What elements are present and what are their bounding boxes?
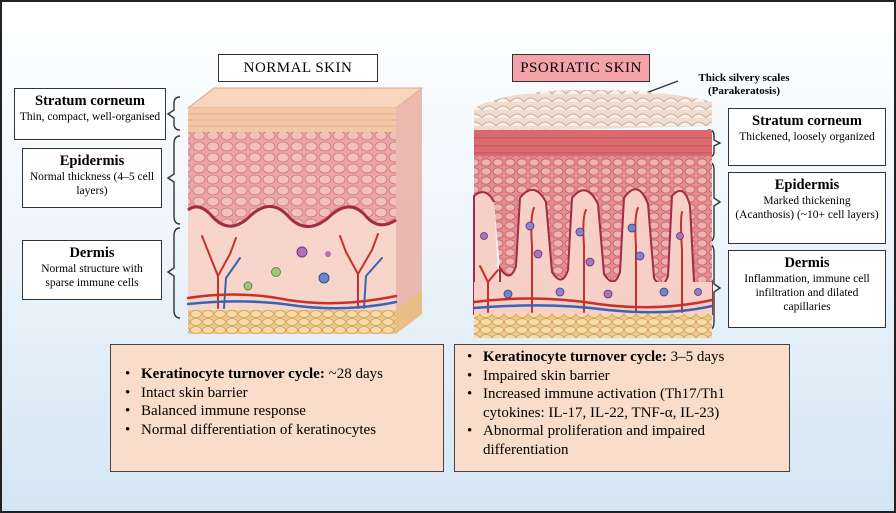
normal-epidermis <box>188 132 396 227</box>
fact-item: Abnormal proliferation and impaired diff… <box>461 422 781 459</box>
fact-text: Increased immune activation (Th17/Th1 cy… <box>483 386 725 421</box>
normal-facts-list: Keratinocyte turnover cycle: ~28 daysInt… <box>119 365 435 439</box>
normal-facts-box: Keratinocyte turnover cycle: ~28 daysInt… <box>110 344 444 472</box>
fact-text: 3–5 days <box>667 349 725 365</box>
fact-text: Balanced immune response <box>141 403 306 419</box>
fact-text: Impaired skin barrier <box>483 368 610 384</box>
fact-item: Keratinocyte turnover cycle: 3–5 days <box>461 348 781 367</box>
fact-text: Abnormal proliferation and impaired diff… <box>483 423 705 458</box>
fact-item: Increased immune activation (Th17/Th1 cy… <box>461 385 781 422</box>
normal-hypodermis <box>188 310 396 334</box>
fact-text: Intact skin barrier <box>141 385 248 401</box>
psoriatic-hypodermis <box>474 314 712 338</box>
fact-item: Impaired skin barrier <box>461 367 781 386</box>
fact-text: ~28 days <box>325 366 383 382</box>
fact-bold: Keratinocyte turnover cycle: <box>141 366 325 382</box>
fact-item: Balanced immune response <box>119 402 435 421</box>
fact-item: Normal differentiation of keratinocytes <box>119 421 435 440</box>
psoriatic-scales <box>474 90 712 132</box>
psoriatic-skin-illustration <box>468 86 716 342</box>
psoriatic-facts-box: Keratinocyte turnover cycle: 3–5 daysImp… <box>454 344 790 472</box>
fact-item: Intact skin barrier <box>119 384 435 403</box>
psoriatic-stratum-corneum <box>474 130 712 156</box>
fact-bold: Keratinocyte turnover cycle: <box>483 349 667 365</box>
normal-top-face <box>188 88 422 108</box>
psoriatic-facts-list: Keratinocyte turnover cycle: 3–5 daysImp… <box>461 348 781 459</box>
normal-skin-illustration <box>178 86 434 338</box>
fact-text: Normal differentiation of keratinocytes <box>141 422 376 438</box>
fact-item: Keratinocyte turnover cycle: ~28 days <box>119 365 435 384</box>
